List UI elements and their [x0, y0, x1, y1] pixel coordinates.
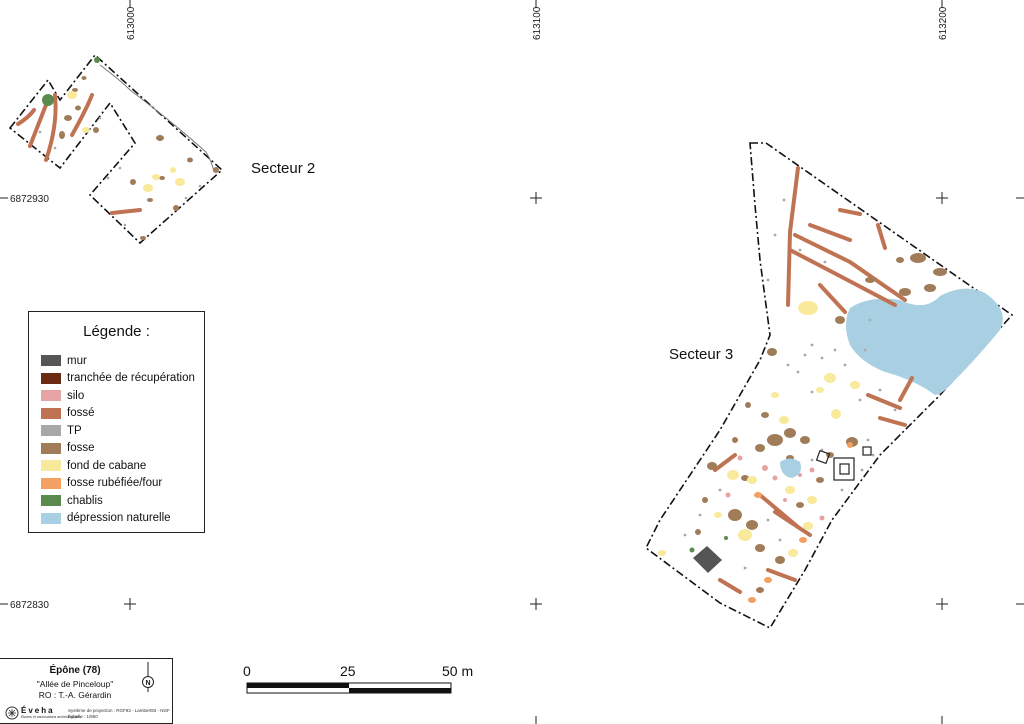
sector-2-boundary: [8, 53, 224, 245]
sector-3-chablis: [689, 536, 728, 553]
sector-2-postholes: [38, 116, 202, 227]
sector-2-hut-floors: [67, 91, 185, 192]
north-arrow-icon: N: [142, 662, 154, 692]
legend-item: fosse rubéfiée/four: [29, 475, 204, 493]
coord-x-613100: 613100: [532, 6, 543, 40]
projection-system: Système de projection : RGF93 - Lambert9…: [68, 708, 170, 713]
scale-label-0: 0: [243, 663, 251, 679]
legend-swatch: [41, 390, 61, 402]
legend-swatch: [41, 425, 61, 437]
legend-item: tranchée de récupération: [29, 370, 204, 388]
small-depression: [780, 458, 801, 478]
legend-swatch: [41, 442, 61, 454]
coord-x-613200: 613200: [938, 6, 949, 40]
scale-label-50: 50 m: [442, 663, 474, 679]
legend-item: silo: [29, 387, 204, 405]
legend-item: fossé: [29, 405, 204, 423]
sector-2-pits: [59, 76, 219, 240]
legend-swatch: [41, 407, 61, 419]
legend-swatch: [41, 372, 61, 384]
legend-item: TP: [29, 422, 204, 440]
legend-label: mur: [67, 354, 87, 367]
scale-bar: 0 25 50 m: [240, 662, 480, 702]
chablis-feature: [42, 94, 54, 106]
sector-3-hut-floors: [658, 301, 860, 557]
legend-label: tranchée de récupération: [67, 372, 195, 385]
logo-name: Éveha: [21, 706, 55, 715]
scale-bar-graphic: [246, 682, 452, 694]
sector-3-label: Secteur 3: [669, 346, 733, 363]
map-scale-ratio: Échelle : 1/850: [68, 714, 98, 719]
legend-swatch: [41, 495, 61, 507]
sector-2-ditches: [16, 93, 142, 215]
sector-3-postholes: [683, 198, 897, 570]
legend-label: fond de cabane: [67, 459, 147, 472]
sector-2-area: [8, 53, 224, 245]
north-label: N: [145, 680, 150, 687]
legend-label: chablis: [67, 494, 103, 507]
legend-title: Légende :: [83, 323, 150, 340]
legend-box: Légende : mur tranchée de récupération sil…: [28, 311, 205, 533]
sector-3-pits: [695, 253, 947, 593]
scale-label-25: 25: [340, 663, 356, 679]
logo-tagline: Études et valorisations archéologiques: [21, 715, 81, 719]
projection-info: Système de projection : RGF93 - Lambert9…: [68, 708, 170, 720]
eveha-logo-icon: [5, 706, 19, 720]
legend-swatch: [41, 512, 61, 524]
legend-item: mur: [29, 352, 204, 370]
coord-y-6872830: 6872830: [10, 600, 49, 611]
sector-3-silos: [725, 455, 825, 521]
sector-2-trail: [99, 64, 215, 173]
legend-label: silo: [67, 389, 85, 402]
legend-swatch: [41, 355, 61, 367]
legend-label: fosse: [67, 442, 95, 455]
site-subtitle: "Allée de Pinceloup": [36, 679, 114, 689]
legend-swatch: [41, 477, 61, 489]
legend-item: fond de cabane: [29, 457, 204, 475]
sector-3-walls: [693, 546, 722, 573]
sector-3-ovens: [748, 442, 853, 603]
sector-3-ditches: [713, 166, 914, 594]
sector-3-area: [644, 142, 1014, 630]
legend-label: fosse rubéfiée/four: [67, 477, 163, 490]
legend-label: TP: [67, 424, 82, 437]
title-cartouche: Épône (78) "Allée de Pinceloup" RO : T.-…: [0, 658, 173, 724]
coord-y-6872930: 6872930: [10, 194, 49, 205]
legend-item: fosse: [29, 440, 204, 458]
legend-swatch: [41, 460, 61, 472]
responsible-operator: RO : T.-A. Gérardin: [38, 690, 112, 700]
coord-x-613000: 613000: [126, 6, 137, 40]
legend-item: dépression naturelle: [29, 510, 204, 528]
sector-2-label: Secteur 2: [251, 160, 315, 177]
legend-label: dépression naturelle: [67, 512, 171, 525]
legend-label: fossé: [67, 407, 95, 420]
sector-3-buildings: [815, 446, 872, 481]
site-title: Épône (78): [49, 665, 101, 676]
legend-item: chablis: [29, 492, 204, 510]
natural-depression: [846, 288, 1003, 395]
